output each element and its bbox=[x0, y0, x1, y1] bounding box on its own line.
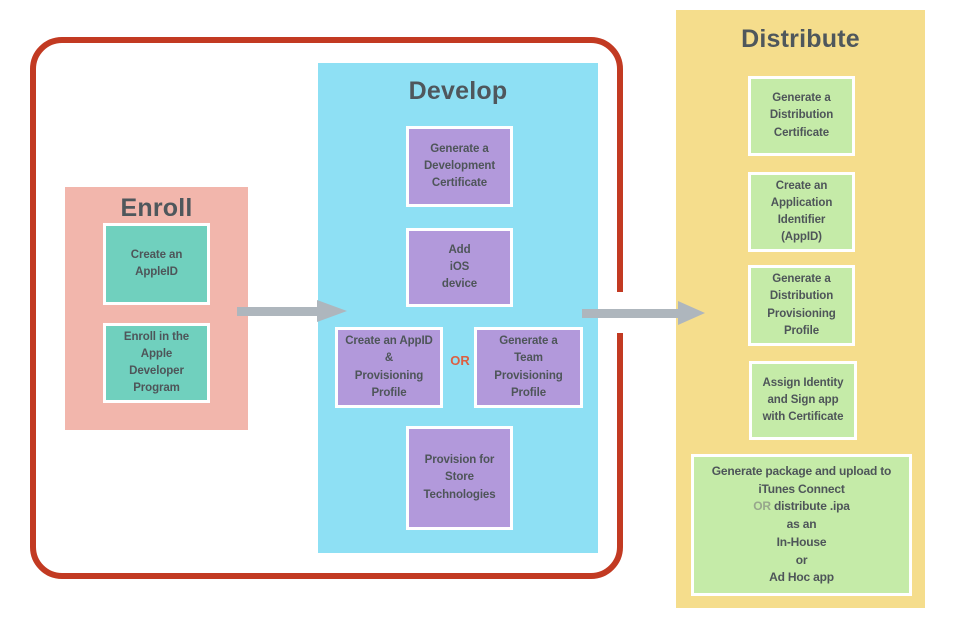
add-ios-device-box: Add iOS device bbox=[406, 228, 513, 307]
arrow-head-icon bbox=[678, 301, 705, 325]
create-appid-provisioning-box: Create an AppID & Provisioning Profile bbox=[335, 327, 443, 408]
distribute-title: Distribute bbox=[741, 25, 860, 53]
generate-development-certificate-box: Generate a Development Certificate bbox=[406, 126, 513, 207]
package-upload-top-lines: Generate package and upload to iTunes Co… bbox=[711, 463, 892, 496]
distribute-section: Distribute Generate a Distribution Certi… bbox=[676, 10, 925, 608]
team-provisioning-profile-box: Generate a Team Provisioning Profile bbox=[474, 327, 583, 408]
enroll-title: Enroll bbox=[120, 194, 193, 222]
develop-or-label: OR bbox=[450, 353, 470, 368]
package-or-word: OR bbox=[753, 499, 771, 514]
arrow-head-icon bbox=[317, 300, 347, 322]
package-or-rest: distribute .ipa bbox=[770, 499, 850, 514]
provision-store-technologies-box: Provision for Store Technologies bbox=[406, 426, 513, 530]
arrow-shaft bbox=[237, 307, 319, 316]
package-upload-bottom-lines: as an In-House or Ad Hoc app bbox=[769, 517, 834, 585]
assign-identity-sign-box: Assign Identity and Sign app with Certif… bbox=[749, 361, 857, 440]
create-appleid-box: Create an AppleID bbox=[103, 223, 210, 305]
develop-section: Develop Generate a Development Certifica… bbox=[318, 63, 598, 553]
package-upload-box: Generate package and upload to iTunes Co… bbox=[691, 454, 912, 596]
enroll-section: Enroll Create an AppleID Enroll in the A… bbox=[65, 187, 248, 430]
package-upload-or-line: OR distribute .ipa bbox=[753, 498, 850, 516]
application-identifier-box: Create an Application Identifier (AppID) bbox=[748, 172, 855, 252]
arrow-shaft bbox=[582, 309, 679, 318]
enroll-developer-program-box: Enroll in the Apple Developer Program bbox=[103, 323, 210, 403]
distribution-provisioning-box: Generate a Distribution Provisioning Pro… bbox=[748, 265, 855, 346]
develop-title: Develop bbox=[408, 77, 508, 105]
distribution-certificate-box: Generate a Distribution Certificate bbox=[748, 76, 855, 156]
